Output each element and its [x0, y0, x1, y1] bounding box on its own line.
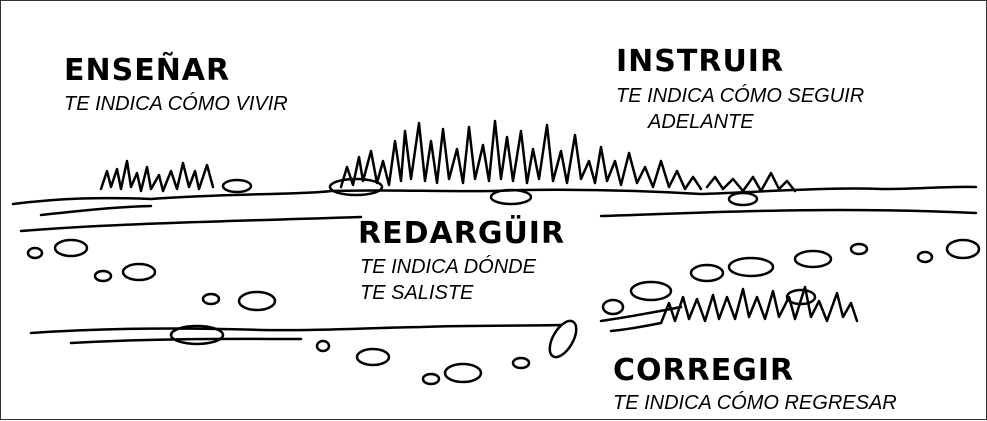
heading-redarguir: REDARGÜIR	[358, 216, 566, 251]
caption-line: TE INDICA CÓMO SEGUIR	[616, 85, 865, 107]
caption-instruir: TE INDICA CÓMO SEGUIR ADELANTE	[616, 83, 864, 135]
caption-line: TE SALISTE	[360, 282, 474, 304]
grass-tuft-left	[99, 159, 215, 193]
stones	[26, 238, 981, 386]
path-upper-edge-inner	[39, 204, 153, 217]
heading-ensenar: ENSEÑAR	[64, 53, 231, 88]
heading-corregir: CORREGIR	[613, 353, 795, 388]
caption-line: TE INDICA DÓNDE	[360, 256, 536, 278]
caption-redarguir: TE INDICA DÓNDE TE SALISTE	[360, 254, 536, 306]
path-lower-edge	[29, 323, 563, 335]
rocks-left	[221, 177, 759, 207]
heading-instruir: INSTRUIR	[616, 44, 785, 79]
caption-line: ADELANTE	[648, 111, 754, 133]
caption-line: TE INDICA CÓMO VIVIR	[64, 93, 288, 115]
grass-patch-center	[339, 119, 797, 193]
grass-tuft-lower	[659, 285, 859, 325]
caption-corregir: TE INDICA CÓMO REGRESAR	[613, 390, 897, 416]
caption-line: TE INDICA CÓMO REGRESAR	[613, 392, 897, 414]
caption-ensenar: TE INDICA CÓMO VIVIR	[64, 91, 288, 117]
